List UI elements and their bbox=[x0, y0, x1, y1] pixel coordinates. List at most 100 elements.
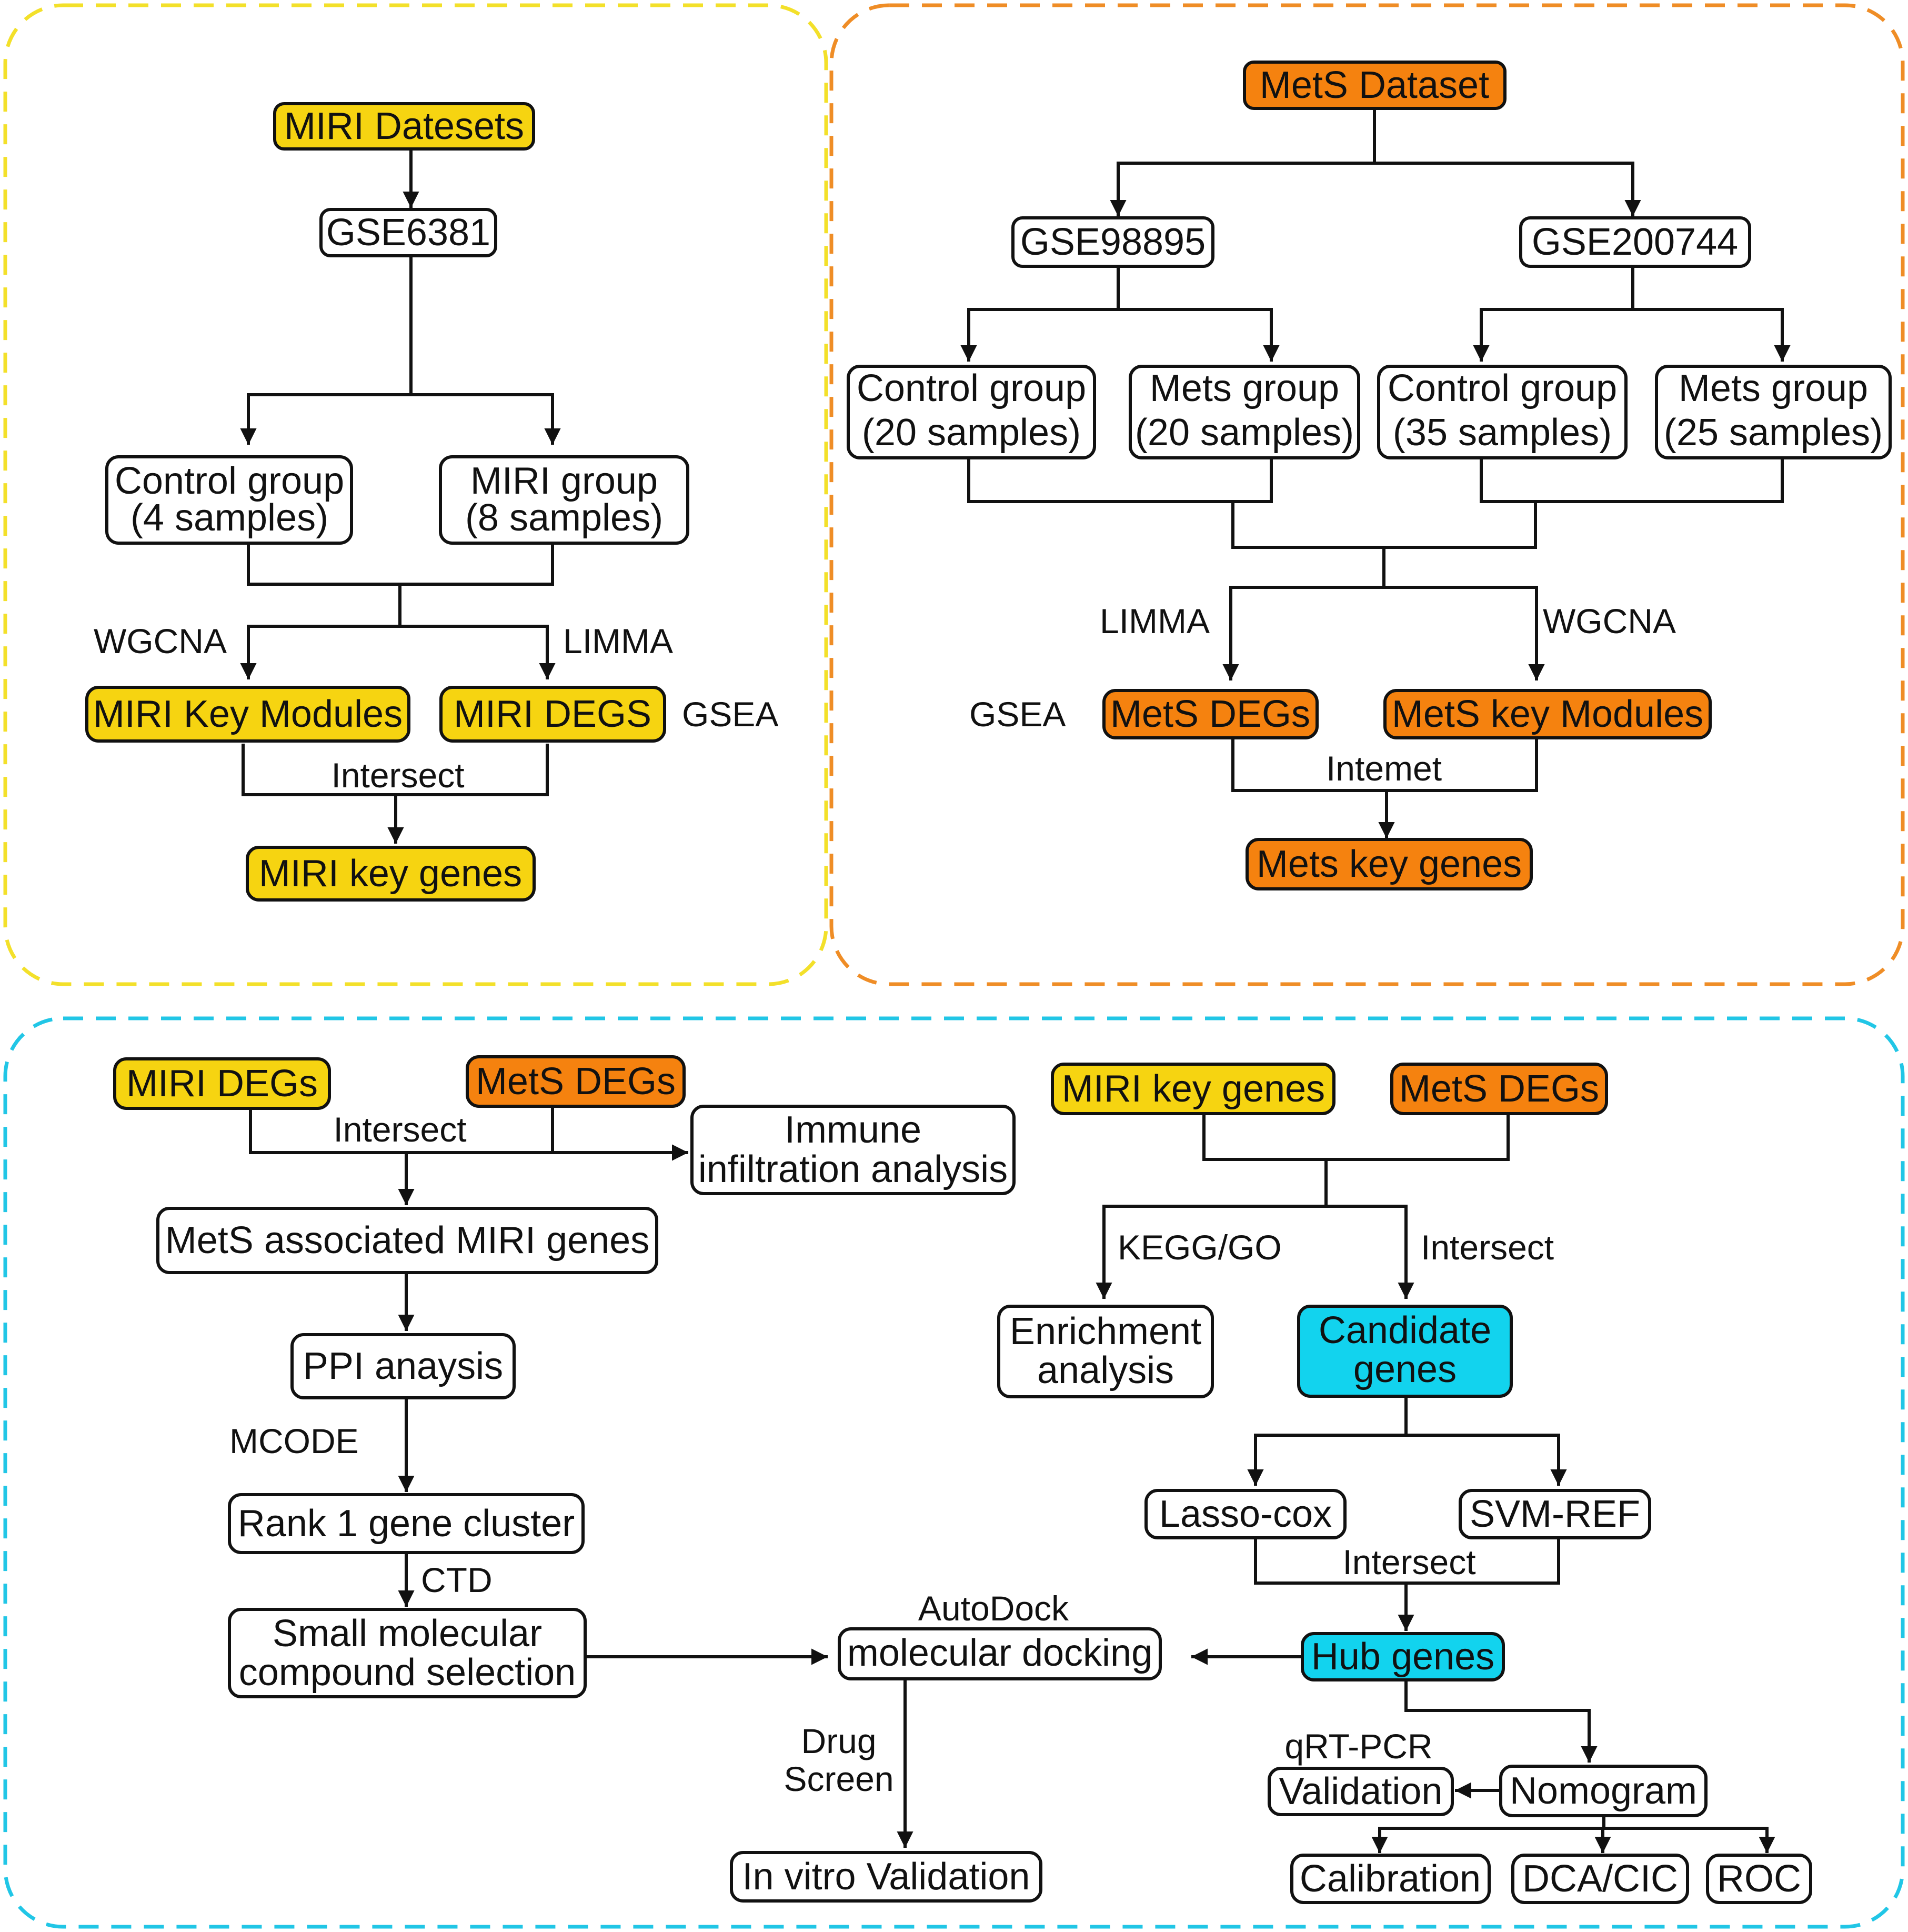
mets-wgcna-label: WGCNA bbox=[1543, 602, 1676, 640]
svg-text:MetS DEGs: MetS DEGs bbox=[1399, 1068, 1599, 1110]
shared-ctd-label: CTD bbox=[421, 1560, 493, 1599]
svg-text:Enrichment: Enrichment bbox=[1010, 1310, 1201, 1353]
shared-ppi-node: PPI anaysis bbox=[290, 1333, 516, 1399]
svg-text:Mets group: Mets group bbox=[1150, 367, 1339, 409]
svg-text:SVM-REF: SVM-REF bbox=[1470, 1493, 1640, 1535]
svg-text:Immune: Immune bbox=[785, 1109, 921, 1151]
svg-text:GSE98895: GSE98895 bbox=[1020, 221, 1206, 263]
svg-text:DCA/CIC: DCA/CIC bbox=[1522, 1858, 1678, 1900]
mets-gse-a-node: GSE98895 bbox=[1011, 216, 1214, 268]
svg-text:(25 samples): (25 samples) bbox=[1664, 412, 1883, 454]
svg-text:GSE6381: GSE6381 bbox=[326, 212, 490, 254]
svg-text:MIRI key genes: MIRI key genes bbox=[259, 853, 522, 895]
mets-gse-b-node: GSE200744 bbox=[1519, 216, 1751, 268]
shared-nomogram-split bbox=[1378, 1814, 1769, 1830]
mets-control-b-node: Control group (35 samples) bbox=[1377, 365, 1628, 459]
svg-text:MIRI key genes: MIRI key genes bbox=[1062, 1068, 1325, 1110]
mets-intemet-bracket bbox=[1231, 736, 1538, 792]
svg-text:MetS DEGs: MetS DEGs bbox=[1110, 693, 1310, 735]
mets-key-genes-node: Mets key genes bbox=[1246, 838, 1533, 890]
miri-split-gse-groups bbox=[247, 254, 554, 396]
svg-text:MetS key Modules: MetS key Modules bbox=[1392, 693, 1703, 735]
shared-lasso-node: Lasso-cox bbox=[1144, 1489, 1347, 1539]
miri-key-modules-node: MIRI Key Modules bbox=[85, 686, 410, 743]
miri-wgcna-label: WGCNA bbox=[94, 622, 227, 660]
miri-limma-label: LIMMA bbox=[563, 622, 673, 660]
mets-degs-node: MetS DEGs bbox=[1102, 689, 1319, 739]
svg-text:MetS associated MIRI genes: MetS associated MIRI genes bbox=[165, 1219, 649, 1262]
shared-associated-genes-node: MetS associated MIRI genes bbox=[156, 1207, 658, 1274]
shared-roc-node: ROC bbox=[1706, 1854, 1812, 1904]
svg-text:MIRI group: MIRI group bbox=[470, 460, 658, 502]
miri-gsea-label: GSEA bbox=[682, 695, 778, 734]
mets-split-gse-b bbox=[1480, 265, 1784, 311]
svg-text:(4 samples): (4 samples) bbox=[130, 497, 328, 539]
svg-text:MIRI DEGs: MIRI DEGs bbox=[126, 1063, 318, 1105]
shared-split-candidate bbox=[1254, 1395, 1560, 1437]
svg-text:Hub genes: Hub genes bbox=[1311, 1636, 1494, 1678]
shared-intersect-hub-label: Intersect bbox=[1342, 1543, 1475, 1581]
svg-text:Mets group: Mets group bbox=[1679, 367, 1868, 409]
svg-text:(20 samples): (20 samples) bbox=[1135, 412, 1354, 454]
svg-text:In vitro Validation: In vitro Validation bbox=[742, 1856, 1030, 1898]
shared-drug-label: Drug bbox=[801, 1721, 876, 1760]
svg-text:genes: genes bbox=[1353, 1348, 1457, 1390]
svg-text:MetS DEGs: MetS DEGs bbox=[476, 1060, 676, 1103]
shared-mets-degs-right-node: MetS DEGs bbox=[1390, 1063, 1608, 1115]
shared-intersect-top-label: Intersect bbox=[333, 1110, 466, 1149]
mets-dataset-node: MetS Dataset bbox=[1243, 61, 1507, 110]
miri-group-node: MIRI group (8 samples) bbox=[439, 455, 689, 545]
miri-degs-node: MIRI DEGS bbox=[439, 686, 666, 743]
miri-gse-node: GSE6381 bbox=[319, 208, 497, 257]
svg-text:PPI anaysis: PPI anaysis bbox=[303, 1345, 503, 1387]
svg-text:Control group: Control group bbox=[115, 460, 344, 502]
svg-text:Lasso-cox: Lasso-cox bbox=[1159, 1493, 1332, 1535]
shared-validation-node: Validation bbox=[1268, 1767, 1454, 1816]
svg-text:MIRI Key Modules: MIRI Key Modules bbox=[93, 693, 403, 735]
svg-text:(8 samples): (8 samples) bbox=[465, 497, 663, 539]
shared-kegg-label: KEGG/GO bbox=[1118, 1228, 1282, 1267]
miri-datasets-node: MIRI Datesets bbox=[273, 102, 535, 151]
shared-autodock-label: AutoDock bbox=[918, 1589, 1069, 1628]
shared-analysis-panel bbox=[3, 1016, 1905, 1929]
svg-text:ROC: ROC bbox=[1717, 1858, 1801, 1900]
svg-text:molecular docking: molecular docking bbox=[847, 1632, 1152, 1674]
shared-calibration-node: Calibration bbox=[1290, 1854, 1491, 1904]
shared-hub-to-nomogram-path bbox=[1404, 1678, 1591, 1712]
svg-text:(35 samples): (35 samples) bbox=[1393, 412, 1612, 454]
shared-dca-node: DCA/CIC bbox=[1511, 1854, 1689, 1904]
shared-small-mol-node: Small molecular compound selection bbox=[228, 1608, 587, 1698]
miri-control-group-node: Control group (4 samples) bbox=[105, 455, 353, 545]
miri-merge-groups bbox=[247, 542, 554, 628]
svg-text:MetS Dataset: MetS Dataset bbox=[1260, 64, 1489, 106]
shared-intersect-bracket bbox=[249, 1102, 554, 1154]
mets-group-a-node: Mets group (20 samples) bbox=[1129, 365, 1360, 459]
shared-intersect-right-label: Intersect bbox=[1421, 1228, 1554, 1267]
shared-candidate-node: Candidate genes bbox=[1297, 1305, 1513, 1398]
mets-merge-groups bbox=[967, 456, 1784, 589]
shared-miri-key-genes-node: MIRI key genes bbox=[1051, 1063, 1335, 1115]
shared-svm-node: SVM-REF bbox=[1459, 1489, 1651, 1539]
shared-rank1-node: Rank 1 gene cluster bbox=[228, 1493, 585, 1554]
svg-text:Validation: Validation bbox=[1279, 1770, 1443, 1813]
mets-group-b-node: Mets group (25 samples) bbox=[1655, 365, 1892, 459]
svg-text:Calibration: Calibration bbox=[1300, 1858, 1481, 1900]
shared-mets-degs-node: MetS DEGs bbox=[466, 1055, 686, 1108]
svg-text:Small molecular: Small molecular bbox=[273, 1613, 542, 1655]
miri-intersect-label: Intersect bbox=[331, 756, 464, 795]
shared-hub-genes-node: Hub genes bbox=[1301, 1632, 1505, 1681]
svg-text:Candidate: Candidate bbox=[1319, 1309, 1491, 1352]
svg-text:analysis: analysis bbox=[1037, 1349, 1174, 1392]
mets-control-a-node: Control group (20 samples) bbox=[847, 365, 1096, 459]
shared-mcode-label: MCODE bbox=[229, 1422, 359, 1460]
mets-panel bbox=[829, 3, 1905, 986]
shared-docking-node: molecular docking bbox=[838, 1627, 1162, 1680]
svg-text:Rank 1 gene cluster: Rank 1 gene cluster bbox=[238, 1503, 575, 1545]
mets-split-dataset bbox=[1117, 107, 1634, 165]
shared-in-vitro-node: In vitro Validation bbox=[730, 1851, 1042, 1903]
svg-text:MIRI Datesets: MIRI Datesets bbox=[284, 105, 524, 147]
mets-limma-label: LIMMA bbox=[1100, 602, 1210, 640]
svg-text:Control group: Control group bbox=[1388, 367, 1617, 409]
shared-enrichment-node: Enrichment analysis bbox=[997, 1305, 1214, 1398]
